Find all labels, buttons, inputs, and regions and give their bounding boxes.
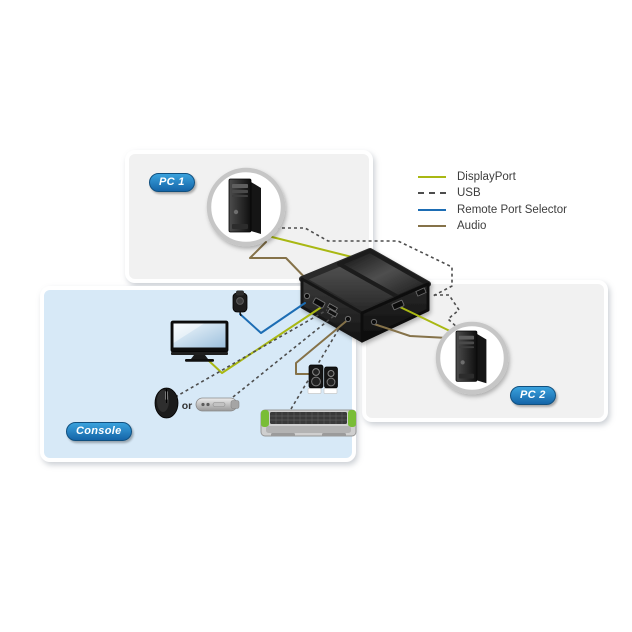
remote-port-selector (232, 290, 248, 317)
pc2-tower-icon (455, 330, 487, 384)
cable-remote-port-selector (239, 302, 306, 334)
legend-label: Remote Port Selector (457, 203, 567, 216)
console-badge: Console (66, 422, 132, 441)
console-monitor (170, 320, 229, 362)
or-label: or (182, 400, 193, 412)
legend: DisplayPort USB Remote Port Selector Aud… (418, 169, 567, 234)
cable-pc1-audio (249, 241, 313, 286)
pc1-tower-icon (228, 178, 262, 235)
audio-line-swatch (418, 225, 446, 228)
legend-item-usb: USB (418, 185, 567, 201)
kvm-switch (299, 248, 431, 343)
console-keyboard (260, 409, 357, 437)
displayport-line-swatch (418, 176, 446, 179)
legend-label: Audio (457, 220, 487, 233)
legend-label: DisplayPort (457, 171, 516, 184)
usb-line-swatch (418, 192, 446, 195)
console-pointing-device-alt (195, 397, 240, 412)
legend-item-displayport: DisplayPort (418, 169, 567, 185)
remote-line-swatch (418, 208, 446, 211)
pc1-badge: PC 1 (149, 173, 195, 192)
console-speakers (307, 364, 338, 394)
cable-pc2-displayport (399, 306, 453, 333)
legend-item-audio: Audio (418, 218, 567, 234)
cable-console-audio (295, 317, 351, 375)
legend-item-remote-port-selector: Remote Port Selector (418, 202, 567, 218)
pc1-computer (206, 167, 286, 247)
kvm-switch-ports (303, 287, 427, 326)
cable-pc2-usb (434, 294, 460, 330)
cable-pc2-audio (373, 323, 449, 339)
cable-console-usb-device (232, 314, 336, 398)
cable-pc1-usb (276, 227, 453, 297)
pc2-computer (435, 321, 509, 395)
cable-console-displayport (207, 305, 324, 374)
cable-console-usb-mouse (169, 309, 328, 401)
pc2-badge: PC 2 (510, 386, 556, 405)
cable-pc1-displayport (271, 236, 357, 259)
legend-label: USB (457, 187, 481, 200)
console-mouse (154, 387, 179, 419)
